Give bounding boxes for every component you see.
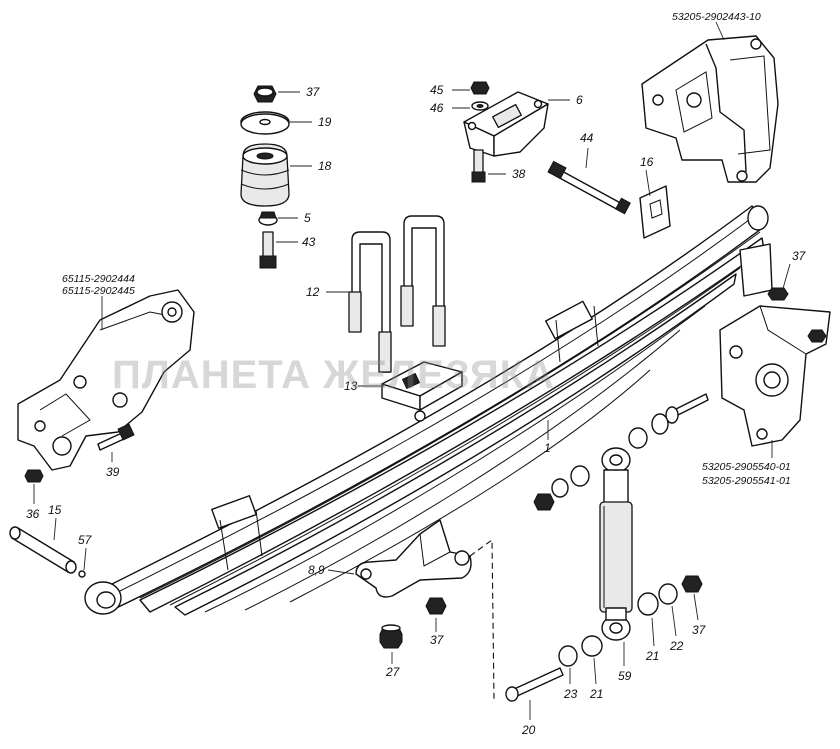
callout-21-bottom: 21 <box>589 687 603 701</box>
long-bolt <box>547 160 631 215</box>
lock-nut <box>379 624 403 649</box>
spring-pad <box>381 361 463 422</box>
leader-lines <box>33 21 791 720</box>
lower-shock-hardware <box>505 575 703 702</box>
callout-37-top: 37 <box>306 85 321 99</box>
callout-21-right: 21 <box>645 649 659 663</box>
shim-plate <box>639 185 671 239</box>
right-frame-bracket <box>719 243 831 447</box>
callout-12: 12 <box>306 285 320 299</box>
callout-8-9: 8,9 <box>308 563 325 577</box>
callout-18: 18 <box>318 159 332 173</box>
shock-absorber <box>599 447 633 641</box>
callout-38: 38 <box>512 167 526 181</box>
part-number-left-bracket-b: 65115-2902445 <box>62 285 135 297</box>
callout-46: 46 <box>430 101 444 115</box>
callout-23: 23 <box>563 687 578 701</box>
callout-39: 39 <box>106 465 120 479</box>
callout-37-bottom: 37 <box>692 623 707 637</box>
callout-5: 5 <box>304 211 311 225</box>
callout-16: 16 <box>640 155 654 169</box>
u-bolts <box>348 215 446 373</box>
callout-43: 43 <box>302 235 316 249</box>
mount-block <box>463 81 549 183</box>
callout-labels: 37 19 18 5 43 45 46 6 38 44 16 37 12 13 … <box>26 83 807 737</box>
top-right-bracket <box>641 35 779 183</box>
callout-6: 6 <box>576 93 583 107</box>
part-number-right-bracket-a: 53205-2905540-01 <box>702 461 791 473</box>
watermark: ПЛАНЕТА ЖЕЛЕЗЯКА <box>112 353 555 397</box>
callout-27: 27 <box>385 665 401 679</box>
callout-57: 57 <box>78 533 93 547</box>
callout-36: 36 <box>26 507 40 521</box>
left-frame-bracket <box>17 289 195 471</box>
callout-37-mid: 37 <box>430 633 445 647</box>
bracket-bolt <box>97 423 135 451</box>
leaf-spring <box>84 205 769 616</box>
part-number-right-bracket-b: 53205-2905541-01 <box>702 475 791 487</box>
part-number-left-bracket-a: 65115-2902444 <box>62 273 135 285</box>
callout-45: 45 <box>430 83 444 97</box>
callout-19: 19 <box>318 115 332 129</box>
callout-37-right: 37 <box>792 249 807 263</box>
callout-44: 44 <box>580 131 594 145</box>
callout-20: 20 <box>521 723 536 737</box>
callout-15: 15 <box>48 503 62 517</box>
callout-59: 59 <box>618 669 632 683</box>
bumper-assembly <box>240 85 290 269</box>
pin-assembly <box>9 469 86 578</box>
callout-22: 22 <box>669 639 684 653</box>
upper-shock-hardware <box>533 393 709 511</box>
part-number-top-right-bracket: 53205-2902443-10 <box>672 11 761 23</box>
callout-13: 13 <box>344 379 358 393</box>
lower-link-bracket <box>355 519 495 701</box>
callout-1: 1 <box>544 441 551 455</box>
part-number-labels: 53205-2902443-10 65115-2902444 65115-290… <box>62 11 791 487</box>
